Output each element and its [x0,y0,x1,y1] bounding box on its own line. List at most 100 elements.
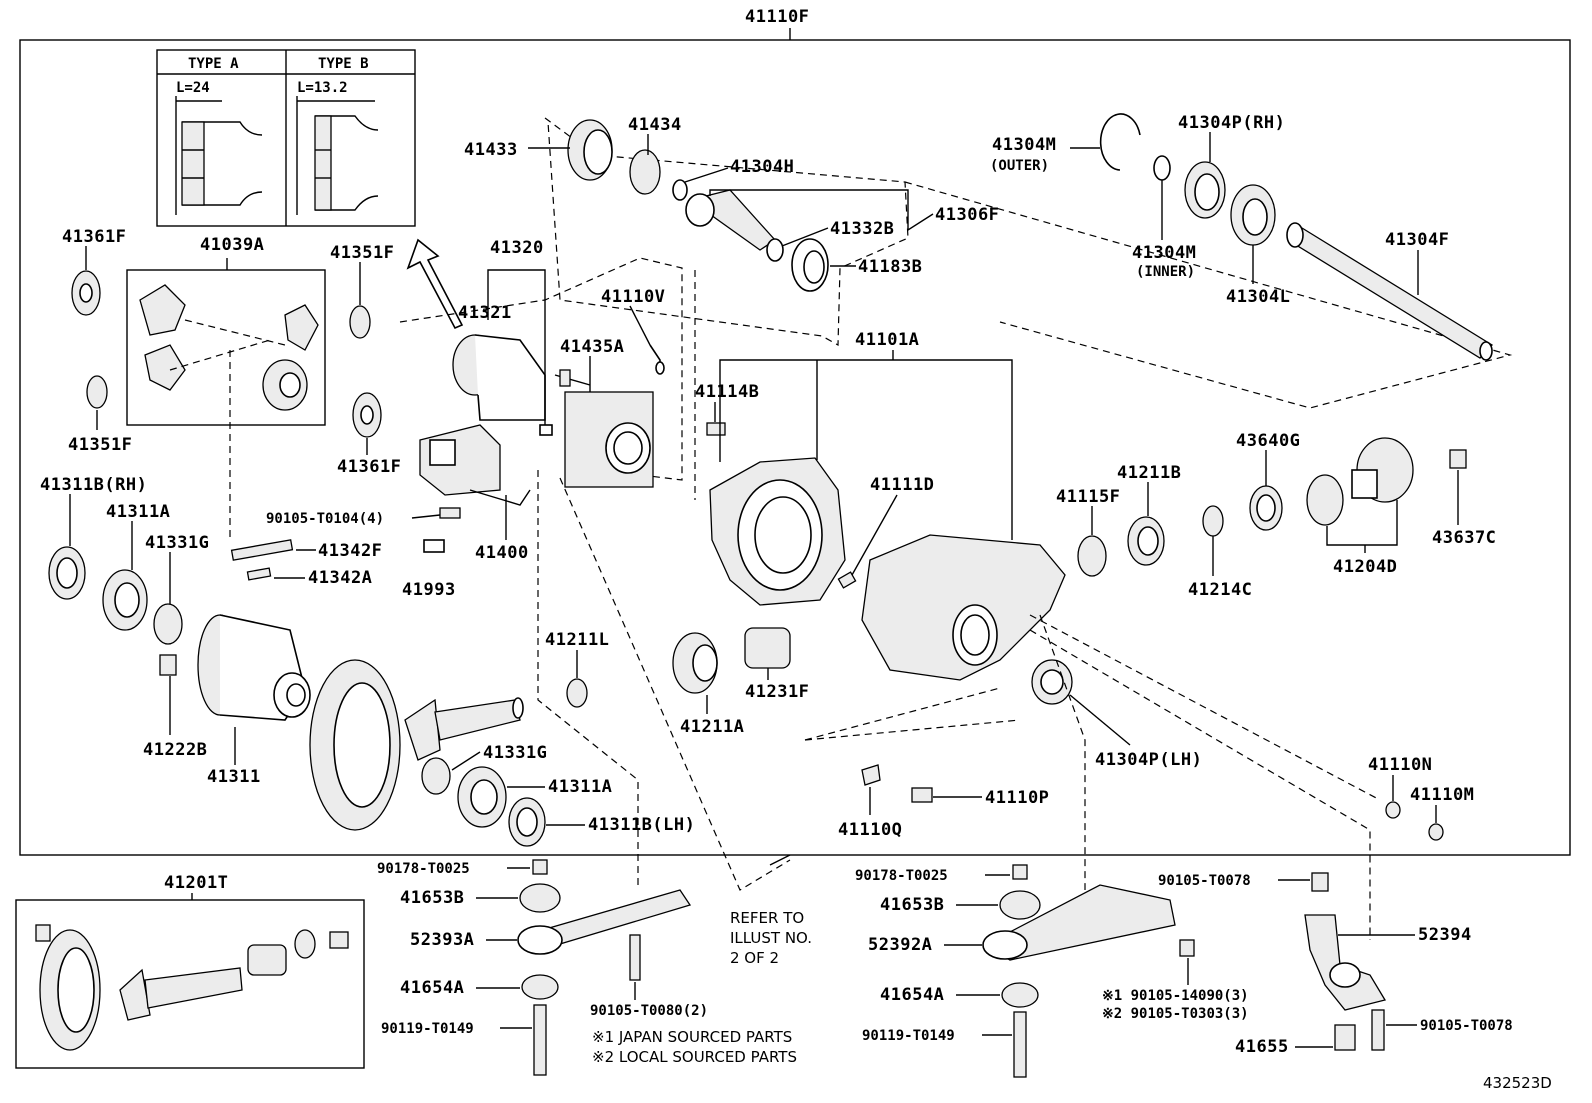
label-41342A: 41342A [308,568,372,588]
label-41311A-left: 41311A [106,502,170,522]
label-41110N: 41110N [1368,755,1432,775]
label-41304P-rh: 41304P(RH) [1178,113,1285,133]
differential-case-41311 [197,614,311,721]
label-41039A: 41039A [200,235,264,255]
washer-41214C [1202,505,1224,537]
plug-41110P [911,787,933,803]
bolt-90105-T0078-top [1311,872,1329,892]
label-41214C: 41214C [1188,580,1252,600]
label-41654A-right: 41654A [880,985,944,1005]
flange-41204D [1306,437,1414,526]
label-41332B: 41332B [830,219,894,239]
label-41304H: 41304H [730,157,794,177]
seal-41115F [1077,535,1107,577]
right-axle-group [904,113,1513,409]
refer-line-2: ILLUST NO. [730,929,812,947]
bearing-41331G-right [421,757,451,795]
spacer-41231F [744,627,791,669]
cushion-41653B-left [519,883,561,913]
label-41211B: 41211B [1117,463,1181,483]
label-41342F: 41342F [318,541,382,561]
pin-41320 [539,424,553,436]
label-41115F: 41115F [1056,487,1120,507]
label-90178-left: 90178-T0025 [377,861,470,877]
label-41101A: 41101A [855,330,919,350]
label-41183B: 41183B [858,257,922,277]
label-41655: 41655 [1235,1037,1289,1057]
label-41110M: 41110M [1410,785,1474,805]
label-90105-T0080: 90105-T0080(2) [590,1003,708,1019]
label-41304M-inner: 41304M [1132,243,1196,263]
top-shaft-group [544,117,909,347]
gear-kit-41201T [15,893,365,1069]
plug-41110M [1428,823,1444,841]
label-41304F: 41304F [1385,230,1449,250]
snap-ring-41304H [672,179,688,201]
label-41304P-lh: 41304P(LH) [1095,750,1202,770]
label-41304L: 41304L [1226,287,1290,307]
label-41211L: 41211L [545,630,609,650]
pin-41342A [246,567,272,581]
label-41110P: 41110P [985,788,1049,808]
type-a-dimension: L=24 [176,80,210,96]
label-90105-T0303: ※2 90105-T0303(3) [1102,1006,1249,1022]
type-b-dimension: L=13.2 [297,80,348,96]
type-table: TYPE A TYPE B L=24 L=13.2 [156,49,416,227]
label-outer: (OUTER) [990,158,1049,174]
snap-ring-41304M-outer [1099,113,1141,171]
label-41222B: 41222B [143,740,207,760]
nut-90178-left [532,859,548,875]
label-41654A-left: 41654A [400,978,464,998]
bracket-52392A [982,864,1195,1078]
label-41304M-outer: 41304M [992,135,1056,155]
boot-41655 [1334,1024,1356,1051]
label-41311B-rh: 41311B(RH) [40,475,147,495]
bracket-52393A [517,859,692,1076]
label-plate-41993 [423,539,445,553]
label-41433: 41433 [464,140,518,160]
label-41114B: 41114B [695,382,759,402]
link-52394 [1304,872,1387,1051]
bolt-90119-left [533,1004,547,1076]
note-japan-sourced: ※1 JAPAN SOURCED PARTS [592,1028,792,1046]
label-41653B-left: 41653B [400,888,464,908]
bolt-90105-14090 [1179,939,1195,957]
label-41351F-mid: 41351F [330,243,394,263]
label-41306F: 41306F [935,205,999,225]
refer-line-3: 2 OF 2 [730,949,779,967]
label-41351F-left: 41351F [68,435,132,455]
label-90119-left: 90119-T0149 [381,1021,474,1037]
label-41211A: 41211A [680,717,744,737]
label-90105-T0078-top: 90105-T0078 [1158,873,1251,889]
bolt-90105-T0078-bottom [1371,1009,1385,1051]
refer-line-1: REFER TO [730,909,804,927]
label-41435A: 41435A [560,337,624,357]
bolt-90119-right [1013,1011,1027,1078]
bolt-41114B [706,422,726,436]
label-41311A-right: 41311A [548,777,612,797]
direction-arrow [406,238,464,330]
label-41110V: 41110V [601,287,665,307]
type-a-header: TYPE A [188,56,239,72]
nut-90178-right [1012,864,1028,880]
label-41993: 41993 [402,580,456,600]
label-41400: 41400 [475,543,529,563]
label-90178-right: 90178-T0025 [855,868,948,884]
label-41311: 41311 [207,767,261,787]
carrier-cover-41101A [706,422,857,606]
cushion-41653B-right [999,890,1041,920]
washer-41351F-mid [349,305,371,339]
label-41311B-lh: 41311B(LH) [588,815,695,835]
label-90105-T0078-bottom: 90105-T0078 [1420,1018,1513,1034]
label-41361F-mid: 41361F [337,457,401,477]
ring-41332B [766,238,784,262]
label-52394: 52394 [1418,925,1472,945]
carrier-housing [861,534,1073,705]
label-41110Q: 41110Q [838,820,902,840]
differential-gear-set-41039A [126,258,326,426]
washer-41351F-left [86,375,108,409]
label-90119-right: 90119-T0149 [862,1028,955,1044]
label-90105-14090: ※1 90105-14090(3) [1102,988,1249,1004]
